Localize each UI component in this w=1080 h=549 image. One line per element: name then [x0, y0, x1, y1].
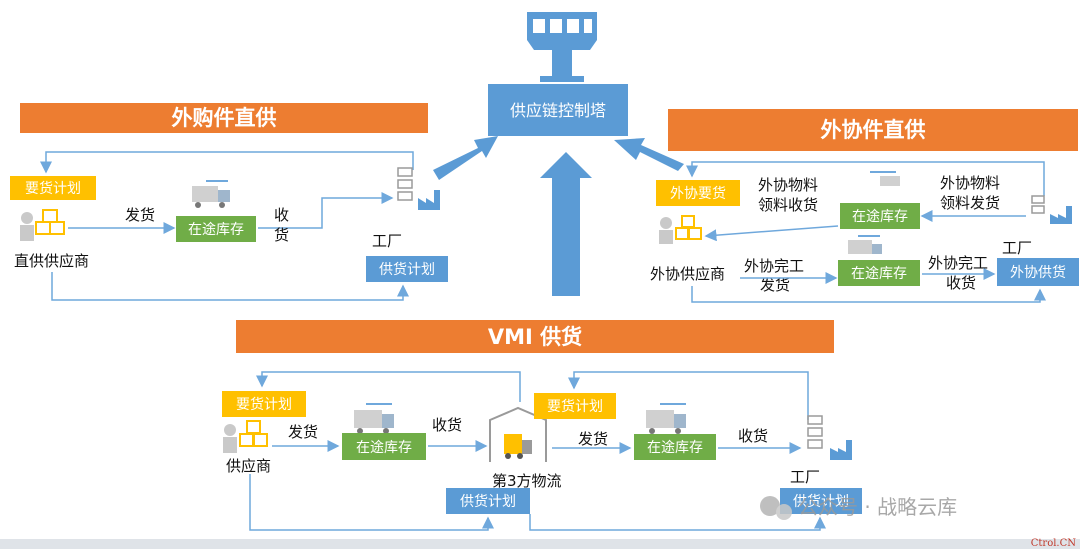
vmi-supplier-icon: [223, 420, 268, 453]
big-arrow-left: [433, 136, 498, 180]
factory-icon-right: [1031, 195, 1072, 224]
dp-supply-plan: 供货计划: [379, 261, 435, 278]
os-done-ship-2: 发货: [760, 276, 790, 294]
vmi-supply-plan-2-box: [780, 488, 862, 514]
big-arrow-right: [614, 138, 684, 171]
vmi-ship-2: 发货: [578, 430, 608, 448]
vmi-logistics: 第3方物流: [492, 472, 562, 490]
dp-ship: 发货: [125, 206, 155, 224]
os-supply: 外协供货: [1010, 264, 1066, 281]
os-demand: 外协要货: [670, 185, 726, 202]
os-transit-bottom: 在途库存: [851, 265, 907, 282]
banner-outsourced-direct-text: 外协件直供: [821, 118, 926, 142]
os-done-ship-1: 外协完工: [744, 257, 804, 275]
vmi-demand-plan-2: 要货计划: [547, 398, 603, 415]
banner-direct-purchase: [20, 103, 428, 133]
factory-icon: [397, 167, 440, 210]
os-mat-ship-1: 外协物料: [940, 174, 1000, 192]
os-mat-ship-2: 领料发货: [940, 194, 1000, 212]
vmi-factory-icon: [807, 415, 852, 460]
os-supply-box: [997, 258, 1079, 286]
dp-supplier: 直供供应商: [14, 252, 89, 270]
outsourced-flow: 外协要货 外协供应商 外协物料 领料收货 在途库存 外协物料 领料发货 工厂: [650, 161, 1079, 303]
os-supplier: 外协供应商: [650, 265, 725, 283]
banner-outsourced-direct: [668, 109, 1078, 151]
dp-supply-plan-box: [366, 256, 448, 282]
dp-demand-plan: 要货计划: [25, 180, 81, 197]
vmi-ship-1: 发货: [288, 423, 318, 441]
footer-bar: [0, 539, 1080, 549]
os-transit-top: 在途库存: [852, 208, 908, 225]
vmi-flow: 要货计划 供应商 发货 在途库存 收货 第3方物流: [222, 371, 862, 531]
vmi-demand-plan-1: 要货计划: [236, 396, 292, 413]
vmi-transit-1: 在途库存: [356, 439, 412, 456]
banner-vmi-text: VMI 供货: [488, 325, 582, 349]
supplier-person-icon: [20, 209, 65, 241]
vmi-receive-1: 收货: [432, 416, 462, 434]
control-tower-icon: [527, 12, 597, 82]
vmi-supplier: 供应商: [226, 457, 271, 475]
vmi-demand-plan-2-box: [534, 393, 616, 419]
control-tower-label: 供应链控制塔: [510, 101, 606, 120]
dp-receive-2: 货: [274, 226, 289, 244]
vmi-demand-plan-1-box: [222, 391, 306, 417]
os-transit-bottom-box: [838, 260, 920, 286]
outsourced-supplier-icon: [659, 215, 702, 244]
os-done-recv-1: 外协完工: [928, 254, 988, 272]
banner-direct-purchase-text: 外购件直供: [172, 106, 277, 130]
vmi-transit-1-box: [342, 433, 426, 460]
direct-purchase-flow: 要货计划 直供供应商 发货 在途库存 收 货 工厂: [10, 151, 448, 301]
control-tower-box: [488, 84, 628, 136]
truck-icon: [192, 180, 230, 208]
truck-icon-top: [870, 171, 900, 186]
os-transit-top-box: [840, 203, 920, 229]
dp-factory: 工厂: [372, 232, 402, 250]
dp-transit: 在途库存: [188, 221, 244, 238]
truck-icon-bottom: [848, 235, 882, 254]
warehouse-forklift-icon: [489, 406, 547, 462]
vmi-truck-icon-1: [354, 403, 394, 434]
vmi-receive-2: 收货: [738, 427, 768, 445]
vmi-supply-plan-2: 供货计划: [793, 493, 849, 510]
vmi-transit-2: 在途库存: [647, 439, 703, 456]
watermark: 公众号 · 战略云库: [760, 495, 957, 520]
corner-mark: Ctrol.CN: [1030, 538, 1076, 549]
vmi-supply-plan-1: 供货计划: [460, 493, 516, 510]
os-mat-recv-2: 领料收货: [758, 196, 818, 214]
dp-demand-plan-box: [10, 176, 96, 200]
vmi-transit-2-box: [634, 434, 716, 460]
watermark-text: 公众号 · 战略云库: [798, 495, 957, 519]
os-done-recv-2: 收货: [946, 274, 976, 292]
big-arrow-up: [540, 152, 592, 296]
os-factory: 工厂: [1002, 239, 1032, 257]
dp-receive-1: 收: [274, 206, 289, 224]
vmi-truck-icon-2: [646, 403, 686, 434]
banner-vmi: [236, 320, 834, 353]
vmi-supply-plan-1-box: [446, 488, 530, 514]
vmi-factory: 工厂: [790, 468, 820, 486]
dp-transit-box: [176, 216, 256, 242]
os-mat-recv-1: 外协物料: [758, 176, 818, 194]
os-demand-box: [656, 180, 740, 206]
